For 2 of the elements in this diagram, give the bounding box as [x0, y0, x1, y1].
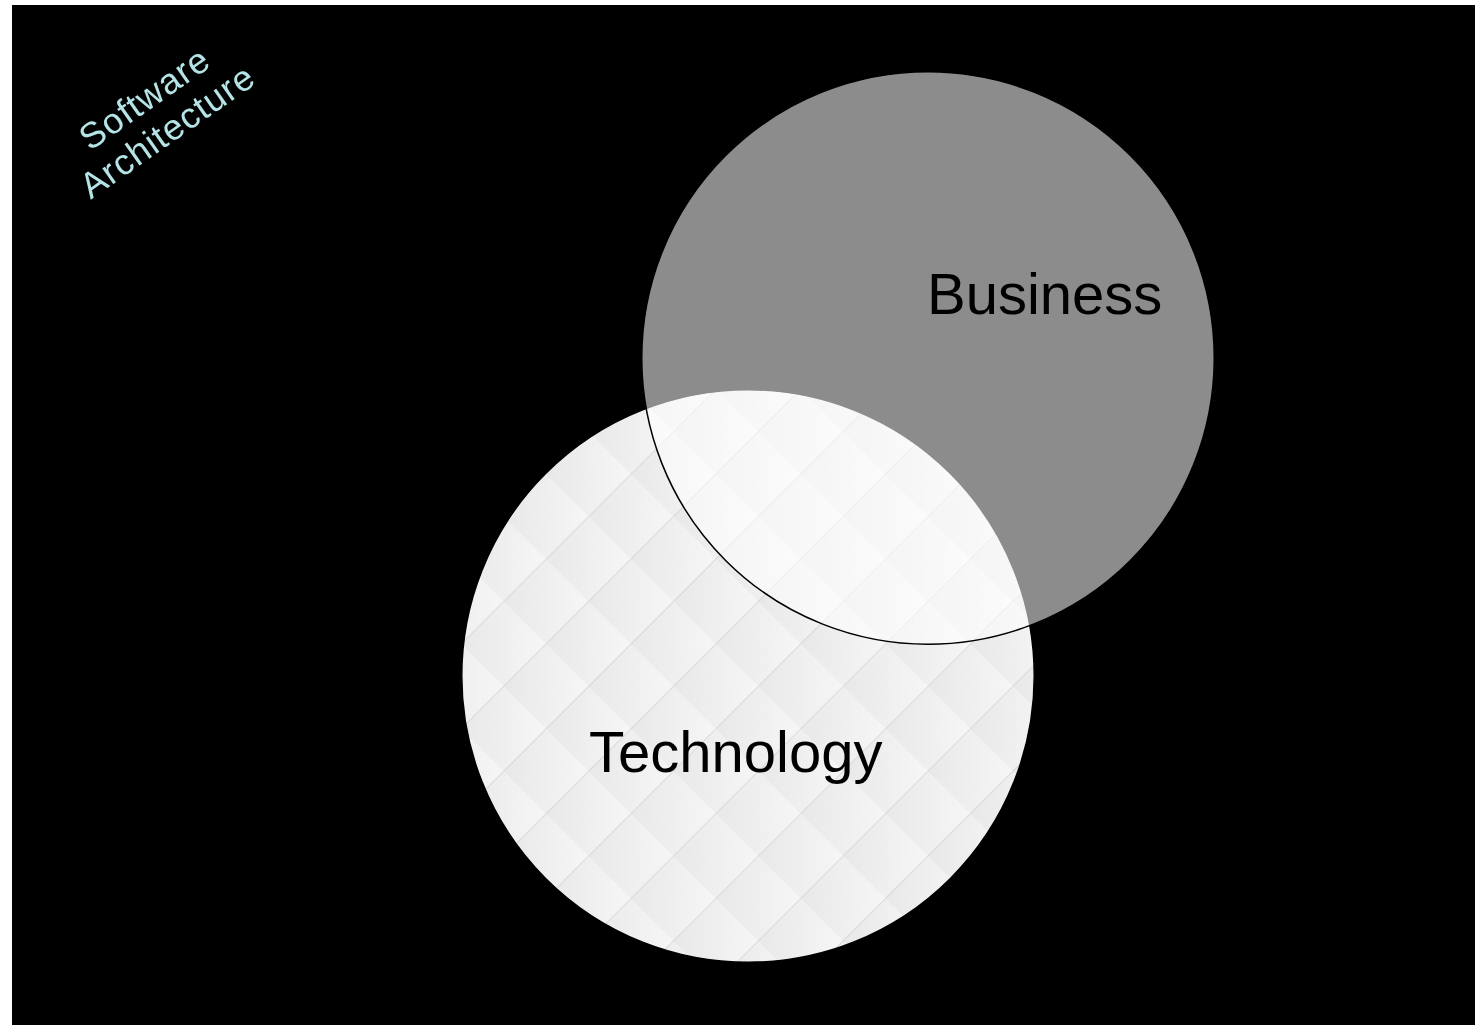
- circle-label: Technology: [589, 718, 883, 785]
- circle-label: Business: [927, 260, 1163, 327]
